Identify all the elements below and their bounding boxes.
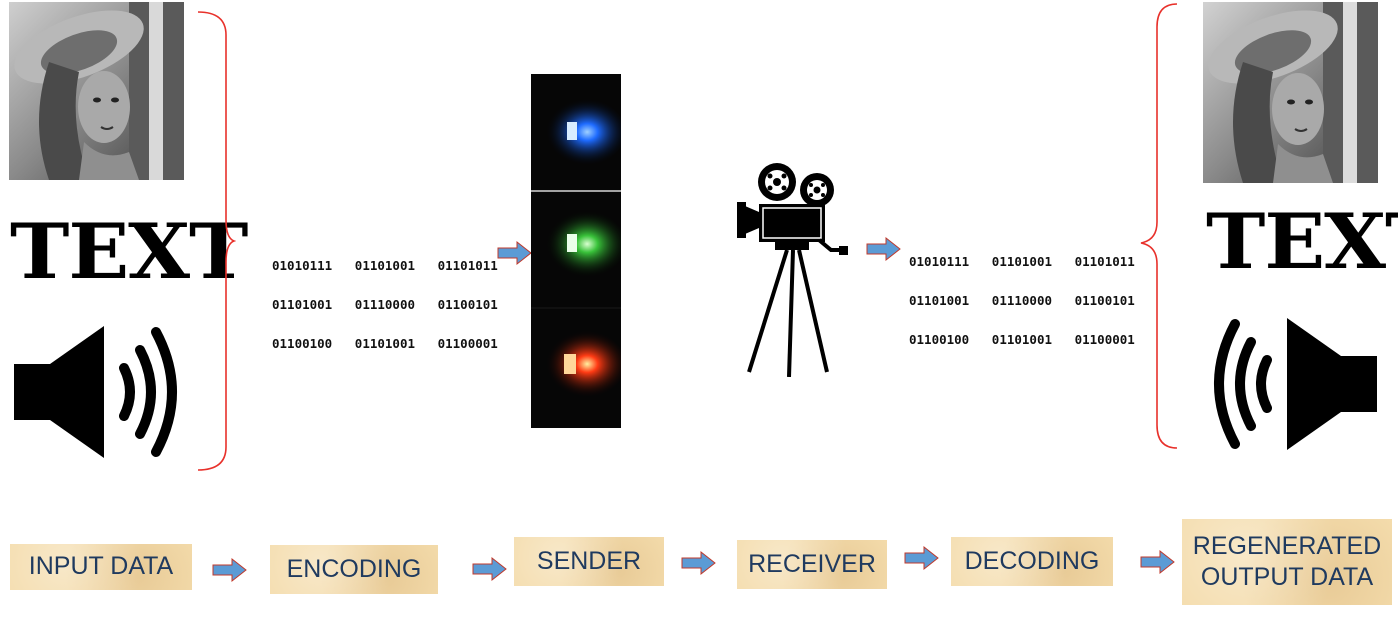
arrow-icon — [472, 556, 507, 582]
binary-row: 01100100 01101001 01100001 — [909, 332, 1135, 347]
arrow-icon — [497, 240, 532, 266]
stage-encoding: ENCODING — [270, 545, 438, 594]
led-transmitter-image — [531, 74, 625, 428]
stage-decoding: DECODING — [951, 537, 1113, 586]
output-binary-data: 01010111 01101001 01101011 01101001 0111… — [909, 229, 1135, 359]
stage-regenerated-output-data: REGENERATED OUTPUT DATA — [1182, 519, 1392, 605]
input-text-logo: TEXT — [10, 207, 248, 296]
input-brace — [197, 11, 236, 471]
stage-receiver: RECEIVER — [737, 540, 887, 589]
binary-row: 01101001 01110000 01100101 — [272, 297, 498, 312]
camera-receiver-icon — [735, 162, 850, 382]
binary-row: 01100100 01101001 01100001 — [272, 336, 498, 351]
output-text-logo: TEXT — [1206, 197, 1398, 286]
input-portrait-image — [9, 2, 184, 180]
output-speaker-icon — [1204, 314, 1379, 459]
binary-row: 01010111 01101001 01101011 — [909, 254, 1135, 269]
arrow-icon — [681, 550, 716, 576]
binary-row: 01010111 01101001 01101011 — [272, 258, 498, 273]
stage-sender: SENDER — [514, 537, 664, 586]
arrow-icon — [212, 557, 247, 583]
arrow-icon — [1140, 549, 1175, 575]
arrow-icon — [904, 545, 939, 571]
stage-input-data: INPUT DATA — [10, 544, 192, 590]
input-speaker-icon — [12, 322, 187, 467]
arrow-icon — [866, 236, 901, 262]
binary-row: 01101001 01110000 01100101 — [909, 293, 1135, 308]
output-brace — [1140, 3, 1178, 449]
input-binary-data: 01010111 01101001 01101011 01101001 0111… — [272, 233, 498, 363]
output-portrait-image — [1203, 2, 1378, 183]
